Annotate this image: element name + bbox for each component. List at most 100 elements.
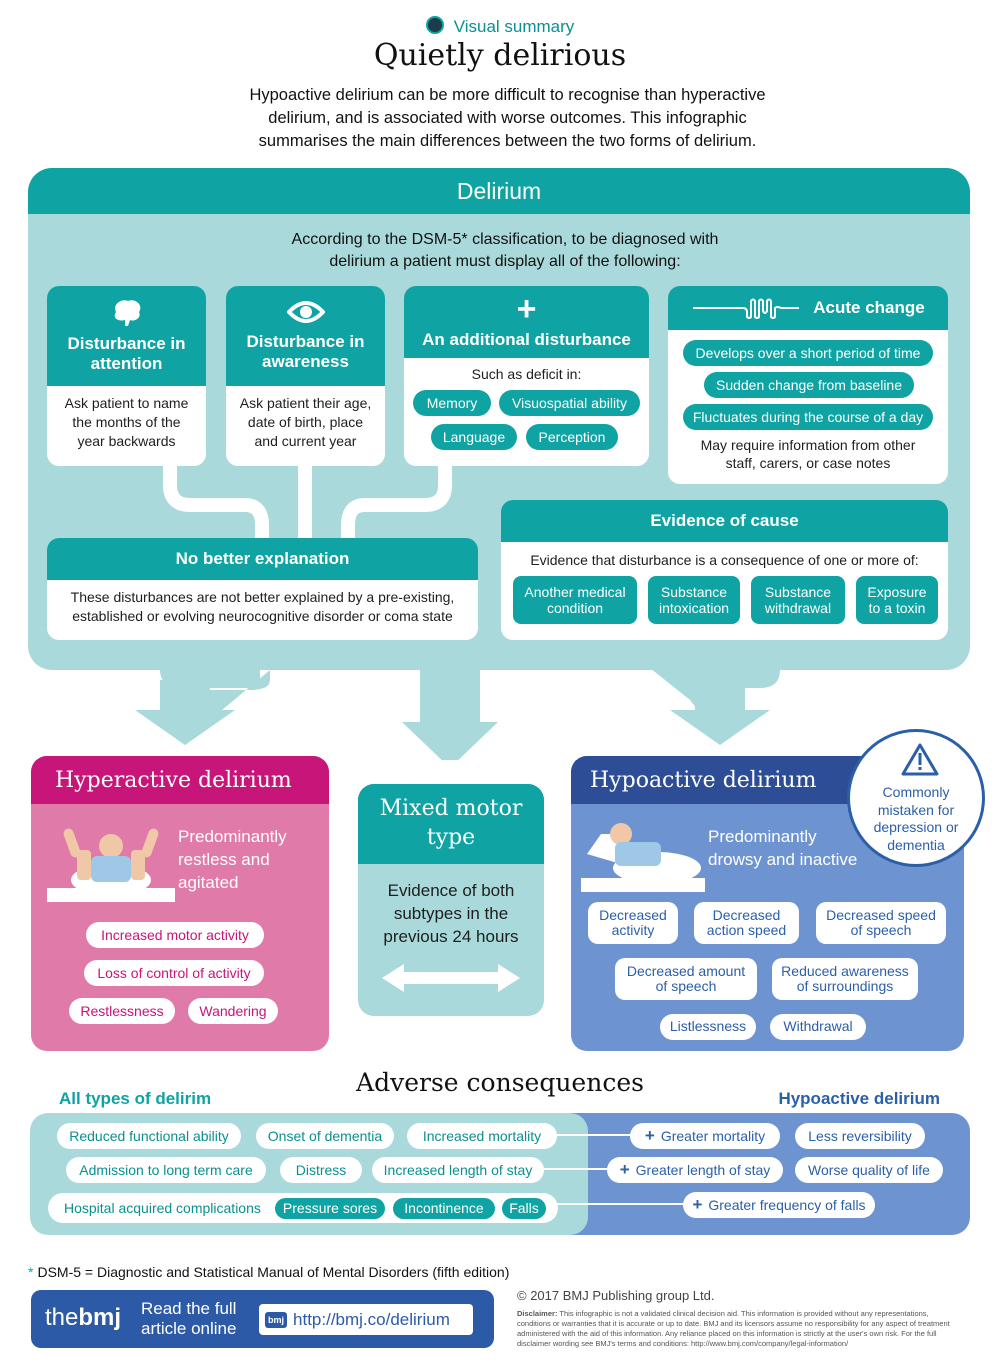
plus-icon: + bbox=[619, 1160, 630, 1179]
deficit-language: Language bbox=[431, 424, 517, 450]
drowsy-patient-illustration bbox=[581, 823, 705, 892]
acute-title: Acute change bbox=[813, 298, 925, 318]
cause-withdrawal: Substance withdrawal bbox=[751, 576, 845, 624]
deficit-memory: Memory bbox=[413, 390, 491, 416]
acute-card: Acute change Develops over a short perio… bbox=[668, 286, 948, 484]
awareness-title: Disturbance in awareness bbox=[246, 332, 365, 371]
article-link[interactable]: bmj http://bmj.co/delirium bbox=[259, 1304, 473, 1335]
hypo-item-decreased-action-speed: Decreased action speed bbox=[694, 902, 799, 944]
adverse-onset-dementia: Onset of dementia bbox=[256, 1123, 394, 1149]
all-types-label: All types of delirim bbox=[59, 1089, 212, 1108]
delirium-title: Delirium bbox=[456, 178, 542, 204]
hyper-item-increased-motor: Increased motor activity bbox=[86, 922, 264, 948]
read-full-text: Read the full article online bbox=[141, 1299, 237, 1339]
bmj-logo: thebmj bbox=[45, 1304, 122, 1331]
warning-icon bbox=[901, 743, 939, 776]
hypo-adverse-greater-falls: +Greater frequency of falls bbox=[683, 1192, 875, 1218]
disclaimer-text: This infographic is not a validated clin… bbox=[517, 1309, 950, 1349]
acute-note: May require information from other staff… bbox=[700, 437, 916, 472]
hypoactive-consequences-label: Hypoactive delirium bbox=[778, 1089, 940, 1108]
hypo-adverse-greater-length-stay: +Greater length of stay bbox=[607, 1157, 783, 1183]
eye-icon bbox=[286, 301, 325, 324]
no-better-title: No better explanation bbox=[175, 549, 350, 569]
warning-text: Commonly mistaken for depression or deme… bbox=[873, 784, 959, 853]
waveform-icon bbox=[693, 298, 800, 319]
acute-item-fluctuates: Fluctuates during the course of a day bbox=[683, 404, 933, 430]
mixed-title: Mixed motor type bbox=[379, 796, 523, 850]
copyright: © 2017 BMJ Publishing group Ltd. bbox=[517, 1288, 715, 1303]
attention-title: Disturbance in attention bbox=[67, 334, 186, 373]
adverse-reduced-functional: Reduced functional ability bbox=[57, 1123, 241, 1149]
hyperactive-description: Predominantly restless and agitated bbox=[178, 827, 287, 892]
footnote-marker: * bbox=[28, 1264, 34, 1280]
arrow-to-mixed bbox=[402, 660, 498, 760]
footnote: *DSM-5 = Diagnostic and Statistical Manu… bbox=[28, 1264, 509, 1280]
delirium-header: Delirium bbox=[28, 168, 970, 214]
attention-body: Ask patient to name the months of the ye… bbox=[64, 395, 189, 449]
no-better-body: These disturbances are not better explai… bbox=[70, 589, 455, 624]
footnote-text: DSM-5 = Diagnostic and Statistical Manua… bbox=[37, 1264, 510, 1280]
adverse-title: Adverse consequences bbox=[356, 1068, 644, 1097]
adverse-distress: Distress bbox=[280, 1157, 362, 1183]
additional-card: + An additional disturbance Such as defi… bbox=[404, 286, 649, 466]
hypo-item-listlessness: Listlessness bbox=[660, 1014, 756, 1040]
hyperactive-panel: Hyperactive delirium Predominantly restl… bbox=[31, 756, 329, 1051]
disclaimer-label: Disclaimer: bbox=[517, 1309, 558, 1318]
hypo-adverse-greater-mortality: +Greater mortality bbox=[630, 1123, 780, 1149]
hypo-item-decreased-speech-speed: Decreased speed of speech bbox=[816, 902, 946, 944]
bmj-link-icon: bmj bbox=[265, 1311, 288, 1328]
adverse-connectors bbox=[540, 1134, 686, 1205]
plus-icon: + bbox=[644, 1126, 655, 1145]
hyper-item-loss-of-control: Loss of control of activity bbox=[84, 960, 264, 986]
cause-toxin: Exposure to a toxin bbox=[856, 576, 938, 624]
acute-item-sudden-change: Sudden change from baseline bbox=[704, 372, 914, 398]
hypo-adverse-less-reversibility: Less reversibility bbox=[795, 1123, 925, 1149]
adverse-hospital-complications-label: Hospital acquired complications bbox=[64, 1200, 261, 1216]
cause-medical: Another medical condition bbox=[513, 576, 637, 624]
hypo-adverse-worse-quality: Worse quality of life bbox=[795, 1157, 943, 1183]
hypo-item-decreased-activity: Decreased activity bbox=[588, 902, 678, 944]
hyper-item-restlessness: Restlessness bbox=[69, 998, 175, 1024]
complication-pressure-sores: Pressure sores bbox=[275, 1198, 385, 1219]
cause-intro: Evidence that disturbance is a consequen… bbox=[530, 552, 919, 568]
acute-item-short-period: Develops over a short period of time bbox=[683, 340, 933, 366]
deficit-perception: Perception bbox=[526, 424, 618, 450]
hyperactive-title: Hyperactive delirium bbox=[55, 768, 292, 793]
hypo-item-withdrawal: Withdrawal bbox=[770, 1014, 866, 1040]
hyperactive-header: Hyperactive delirium bbox=[31, 756, 329, 804]
attention-card: Disturbance in attention Ask patient to … bbox=[47, 286, 206, 466]
cause-title: Evidence of cause bbox=[650, 511, 799, 531]
plus-icon: + bbox=[692, 1195, 703, 1214]
hypoactive-title: Hypoactive delirium bbox=[590, 768, 817, 793]
bmj-banner: thebmj Read the full article online bmj … bbox=[31, 1290, 494, 1348]
adverse-increased-mortality: Increased mortality bbox=[407, 1123, 557, 1149]
additional-title: An additional disturbance bbox=[422, 330, 631, 350]
brain-icon bbox=[114, 300, 140, 327]
mixed-panel: Mixed motor type Evidence of both subtyp… bbox=[358, 784, 544, 1016]
hypoactive-description: Predominantly drowsy and inactive bbox=[708, 827, 858, 869]
no-better-card: No better explanation These disturbances… bbox=[47, 538, 478, 640]
cause-card: Evidence of cause Evidence that disturba… bbox=[501, 500, 948, 640]
intro-text: Hypoactive delirium can be more difficul… bbox=[249, 86, 766, 151]
complication-incontinence: Incontinence bbox=[393, 1198, 495, 1219]
additional-intro: Such as deficit in: bbox=[471, 366, 582, 382]
awareness-card: Disturbance in awareness Ask patient the… bbox=[226, 286, 385, 466]
visual-summary-icon bbox=[425, 16, 444, 34]
mixed-header: Mixed motor type bbox=[358, 784, 544, 864]
adverse-increased-length-stay: Increased length of stay bbox=[372, 1157, 544, 1183]
hypo-item-decreased-speech-amount: Decreased amount of speech bbox=[615, 958, 757, 1000]
hyper-item-wandering: Wandering bbox=[188, 998, 278, 1024]
cause-intoxication: Substance intoxication bbox=[648, 576, 740, 624]
page-title: Quietly delirious bbox=[373, 38, 627, 73]
criteria-intro: According to the DSM-5* classification, … bbox=[291, 231, 719, 271]
adverse-long-term-care: Admission to long term care bbox=[66, 1157, 266, 1183]
mixed-description: Evidence of both subtypes in the previou… bbox=[383, 881, 519, 946]
visual-summary-kicker: Visual summary bbox=[0, 16, 1000, 37]
complication-falls: Falls bbox=[502, 1198, 546, 1219]
article-link-text[interactable]: http://bmj.co/delirium bbox=[293, 1309, 450, 1329]
disclaimer: Disclaimer: This infographic is not a va… bbox=[517, 1309, 962, 1350]
hypo-item-reduced-awareness: Reduced awareness of surroundings bbox=[772, 958, 918, 1000]
plus-icon: + bbox=[516, 290, 537, 329]
awareness-body: Ask patient their age, date of birth, pl… bbox=[239, 395, 372, 449]
side-arrows bbox=[135, 668, 780, 745]
